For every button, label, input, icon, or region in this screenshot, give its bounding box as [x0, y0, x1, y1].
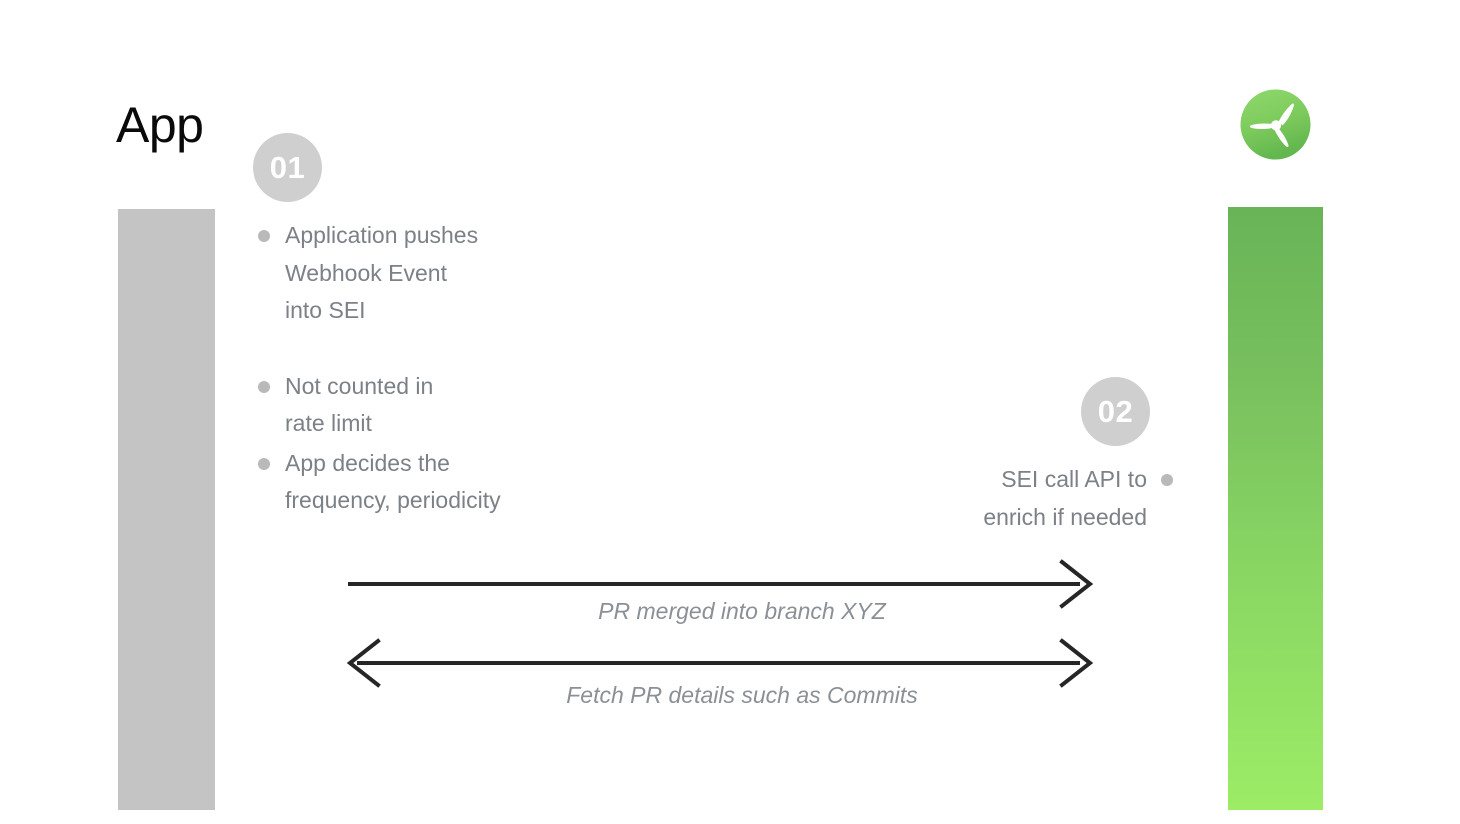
bullet-dot-icon: [1161, 474, 1173, 486]
list-item: App decides the frequency, periodicity: [258, 445, 501, 520]
bullet-text: SEI call API to enrich if needed: [983, 466, 1147, 530]
bullet-text: Application pushes Webhook Event into SE…: [285, 222, 479, 323]
bullet-text: App decides the frequency, periodicity: [285, 449, 501, 514]
lifeline-app: [118, 209, 215, 810]
lifeline-sei: [1228, 207, 1323, 810]
bullet-list-app: Application pushes Webhook Event into SE…: [258, 217, 501, 520]
arrow-label-pr-merged: PR merged into branch XYZ: [598, 598, 886, 624]
propeller-icon: [1240, 89, 1311, 160]
step-badge-01: 01: [253, 133, 322, 202]
bullet-dot-icon: [258, 230, 270, 242]
bullet-dot-icon: [258, 457, 270, 470]
page-title: App: [116, 97, 204, 153]
list-item: Not counted in rate limit: [258, 368, 501, 443]
step-badge-02: 02: [1081, 377, 1150, 446]
arrow-fetch-pr-details: [346, 638, 1094, 688]
bullet-dot-icon: [258, 380, 270, 393]
bullet-text: Not counted in rate limit: [285, 372, 434, 437]
list-item: SEI call API to enrich if needed: [983, 461, 1173, 536]
bullet-list-sei: SEI call API to enrich if needed: [983, 461, 1173, 536]
arrow-label-fetch-pr-details: Fetch PR details such as Commits: [566, 682, 918, 708]
list-item: Application pushes Webhook Event into SE…: [258, 217, 501, 330]
